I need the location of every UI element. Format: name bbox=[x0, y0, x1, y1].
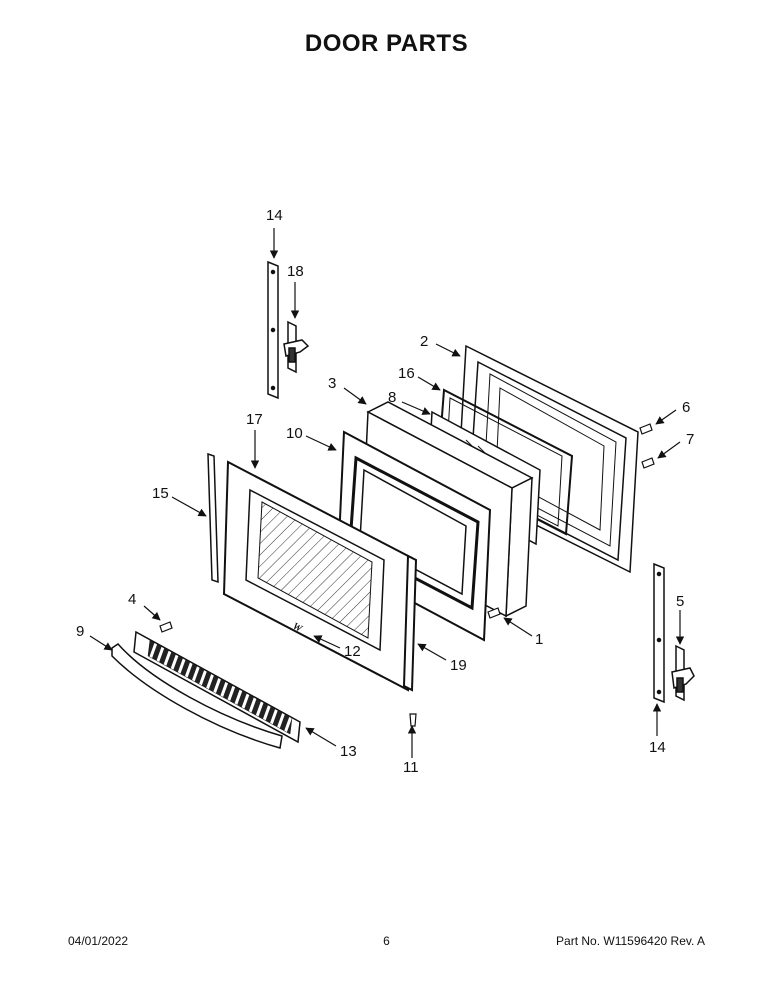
callout-1: 1 bbox=[535, 631, 543, 648]
door-handle bbox=[111, 643, 283, 749]
callout-8: 8 bbox=[388, 389, 396, 406]
callout-7: 7 bbox=[686, 431, 694, 448]
vent-panel bbox=[133, 630, 301, 744]
callout-5: 5 bbox=[676, 593, 684, 610]
callout-16: 16 bbox=[398, 365, 415, 382]
left-hinge bbox=[283, 320, 310, 374]
callout-14-bottom: 14 bbox=[649, 739, 666, 756]
callout-6: 6 bbox=[682, 399, 690, 416]
page-title: DOOR PARTS bbox=[304, 30, 469, 57]
screw-7 bbox=[641, 457, 655, 469]
screw-6 bbox=[639, 423, 653, 435]
callout-19: 19 bbox=[450, 657, 467, 674]
callout-18: 18 bbox=[287, 263, 304, 280]
right-hinge-channel bbox=[653, 562, 665, 704]
left-hinge-channel bbox=[267, 260, 279, 400]
callout-14-top: 14 bbox=[266, 207, 283, 224]
callout-3: 3 bbox=[328, 375, 336, 392]
callout-10: 10 bbox=[286, 425, 303, 442]
callout-12: 12 bbox=[344, 643, 361, 660]
callout-11: 11 bbox=[403, 759, 419, 776]
callout-2: 2 bbox=[420, 333, 428, 350]
callout-13: 13 bbox=[340, 743, 357, 760]
footer-page-number: 6 bbox=[383, 934, 390, 948]
callout-17: 17 bbox=[246, 411, 263, 428]
leader-lines bbox=[89, 228, 685, 758]
callout-4: 4 bbox=[128, 591, 136, 608]
door-side-trim bbox=[207, 452, 219, 584]
door-end-cap bbox=[402, 554, 418, 692]
callout-9: 9 bbox=[76, 623, 84, 640]
callout-15: 15 bbox=[152, 485, 169, 502]
glass-retainer-frame bbox=[336, 430, 492, 642]
right-hinge bbox=[671, 644, 695, 702]
outer-door-panel: W bbox=[222, 460, 414, 692]
footer-part-number: Part No. W11596420 Rev. A bbox=[556, 934, 705, 948]
screw-1 bbox=[487, 607, 501, 619]
screw-4 bbox=[159, 621, 173, 633]
screw-11 bbox=[409, 713, 417, 727]
footer-date: 04/01/2022 bbox=[68, 934, 129, 948]
inner-door-panel bbox=[457, 344, 639, 574]
